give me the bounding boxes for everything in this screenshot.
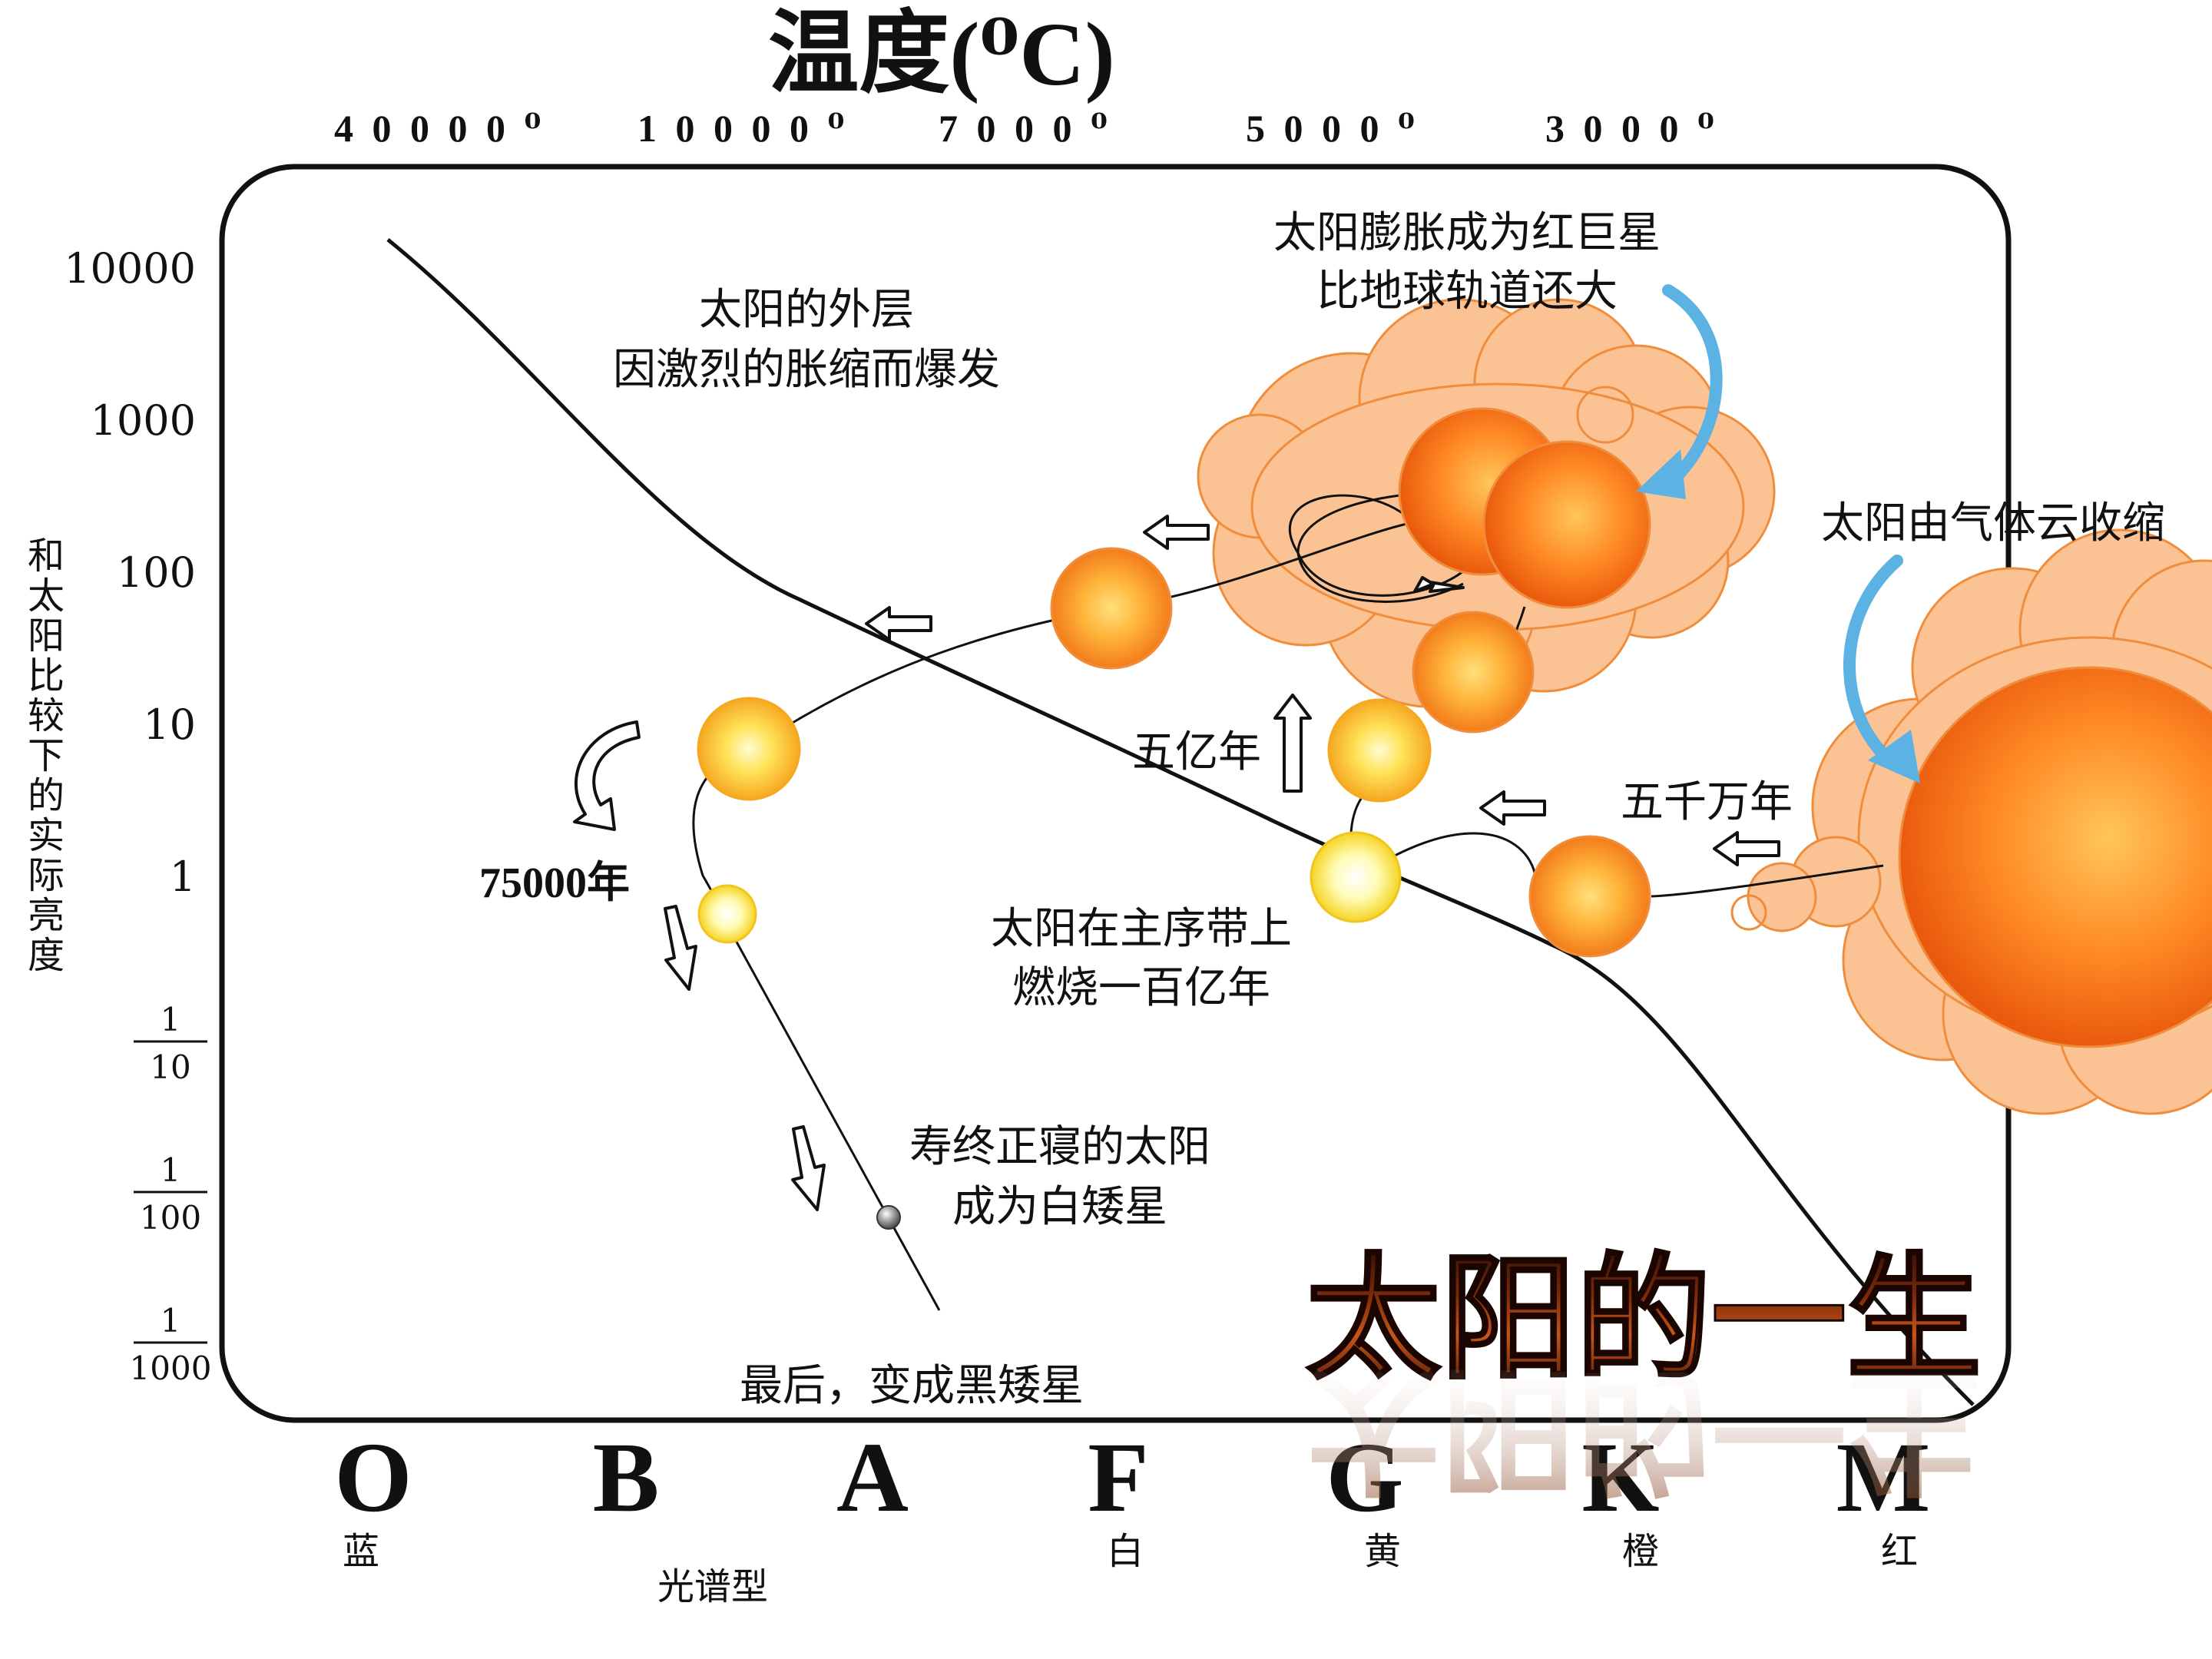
luminosity-tick-denominator: 10 — [150, 1048, 190, 1086]
black-dwarf-label: 最后，变成黑矮星 — [740, 1361, 1084, 1411]
hot-core-star — [697, 884, 757, 944]
luminosity-tick: 100 — [117, 548, 196, 597]
spectral-class-A: A — [836, 1422, 909, 1533]
five-hundred-million-label: 五亿年 — [1132, 727, 1261, 777]
spectral-class-F: F — [1088, 1422, 1148, 1533]
luminosity-tick-numerator: 1 — [161, 1001, 181, 1038]
luminosity-tick: 1000 — [91, 396, 196, 445]
main-sequence-label-2: 燃烧一百亿年 — [1012, 963, 1270, 1013]
luminosity-title-char: 度 — [28, 934, 65, 977]
luminosity-title-char: 和 — [28, 535, 65, 578]
spectral-color-label: 白 — [1107, 1530, 1144, 1573]
temperature-tick: 7 0 0 0 ⁰ — [939, 107, 1112, 150]
spectral-class-O: O — [334, 1422, 412, 1533]
luminosity-title-char: 实 — [28, 814, 65, 857]
white-dwarf-label-2: 成为白矮星 — [952, 1182, 1167, 1232]
temperature-ticks: 4 0 0 0 0 ⁰ 1 0 0 0 0 ⁰ 7 0 0 0 ⁰ 5 0 0 0 ⁰… — [334, 107, 1719, 150]
luminosity-ticks: 10000 1000 100 10 1 1 10 1 100 1 1000 — [64, 244, 211, 1387]
loop-to-rg — [1296, 490, 1464, 603]
temperature-tick: 3 0 0 0 ⁰ — [1545, 107, 1719, 150]
big-title-text: 太阳的一生 — [1306, 1240, 1982, 1398]
luminosity-title-char: 亮 — [28, 894, 65, 937]
big-title: 太阳的一生 太阳的一生 — [1305, 1240, 1983, 1508]
luminosity-tick-numerator: 1 — [161, 1302, 181, 1339]
white-dwarf — [876, 1205, 901, 1230]
arrow-left-hb — [865, 606, 932, 641]
protostar — [1898, 666, 2212, 1048]
luminosity-tick: 10 — [143, 700, 196, 749]
blue-arrow-red-giant — [1636, 284, 1723, 499]
spectral-color-label: 黄 — [1364, 1530, 1401, 1573]
outer-layer-label-1: 太阳的外层 — [699, 285, 914, 335]
fifty-million-label: 五千万年 — [1621, 777, 1793, 827]
temperature-axis-title: 温度(⁰C) — [768, 4, 1115, 104]
spectral-class-B: B — [593, 1422, 660, 1533]
red-giant-label-1: 太阳膨胀成为红巨星 — [1273, 208, 1661, 258]
arrow-left-pms — [1713, 831, 1780, 866]
red-giant-cloud — [1197, 298, 1776, 708]
spectral-class-K: K — [1581, 1422, 1659, 1533]
pre-main-sequence-star — [1528, 835, 1651, 958]
main-sequence-label-1: 太阳在主序带上 — [991, 904, 1292, 954]
outer-layer-label-2: 因激烈的胀缩而爆发 — [613, 345, 1000, 395]
luminosity-title-char: 比 — [28, 654, 65, 697]
luminosity-title-char: 的 — [28, 774, 65, 817]
spectral-class-G: G — [1326, 1422, 1403, 1533]
arrow-left-fifty-million — [1479, 790, 1546, 826]
luminosity-title-char: 下 — [28, 734, 65, 777]
spectral-class-M: M — [1836, 1422, 1931, 1533]
spectral-color-label: 红 — [1881, 1530, 1918, 1573]
luminosity-tick-numerator: 1 — [161, 1151, 181, 1189]
planetary-nebula-star — [697, 697, 801, 801]
red-giant-bubble — [1576, 386, 1634, 444]
big-title-reflection: 太阳的一生 — [1306, 1350, 1982, 1508]
luminosity-tick-denominator: 100 — [140, 1199, 201, 1237]
luminosity-title-char: 太 — [28, 575, 65, 618]
red-giant-star-2 — [1482, 440, 1651, 609]
luminosity-title-char: 较 — [28, 694, 65, 737]
arrow-curved-75000 — [573, 720, 641, 831]
red-giant-label-2: 比地球轨道还大 — [1316, 267, 1618, 316]
seventy-five-thousand-label: 75000年 — [479, 859, 630, 907]
luminosity-title-char: 际 — [28, 854, 65, 897]
luminosity-tick: 1 — [170, 853, 196, 901]
spectral-classes: O蓝 B A F白 G黄 K橙 M红 — [334, 1422, 1930, 1573]
white-dwarf-label-1: 寿终正寝的太阳 — [909, 1122, 1210, 1172]
luminosity-tick: 10000 — [64, 244, 196, 293]
arrow-down-2 — [791, 1125, 826, 1211]
spectral-color-label: 橙 — [1622, 1530, 1659, 1573]
blue-arrow-gas-cloud — [1843, 555, 1920, 783]
arrow-right-rg-loop — [1413, 576, 1465, 593]
horizontal-branch-star — [1050, 547, 1173, 670]
luminosity-title-char: 阳 — [28, 614, 65, 657]
arrow-down-1 — [664, 905, 697, 991]
arrow-up-subgiant — [1273, 694, 1312, 793]
arrow-left-rg — [1143, 515, 1210, 550]
spectral-type-title: 光谱型 — [657, 1565, 768, 1608]
spectral-color-label: 蓝 — [343, 1530, 379, 1573]
giant-branch-star — [1412, 611, 1535, 733]
luminosity-tick-denominator: 1000 — [130, 1349, 212, 1387]
subgiant-star — [1327, 698, 1432, 803]
sun-main-sequence — [1310, 831, 1402, 923]
temperature-tick: 4 0 0 0 0 ⁰ — [334, 107, 545, 150]
temperature-tick: 5 0 0 0 ⁰ — [1246, 107, 1419, 150]
temperature-tick: 1 0 0 0 0 ⁰ — [637, 107, 849, 150]
gas-cloud-label: 太阳由气体云收缩 — [1821, 498, 2165, 548]
main-sequence-curve — [386, 238, 1975, 1406]
